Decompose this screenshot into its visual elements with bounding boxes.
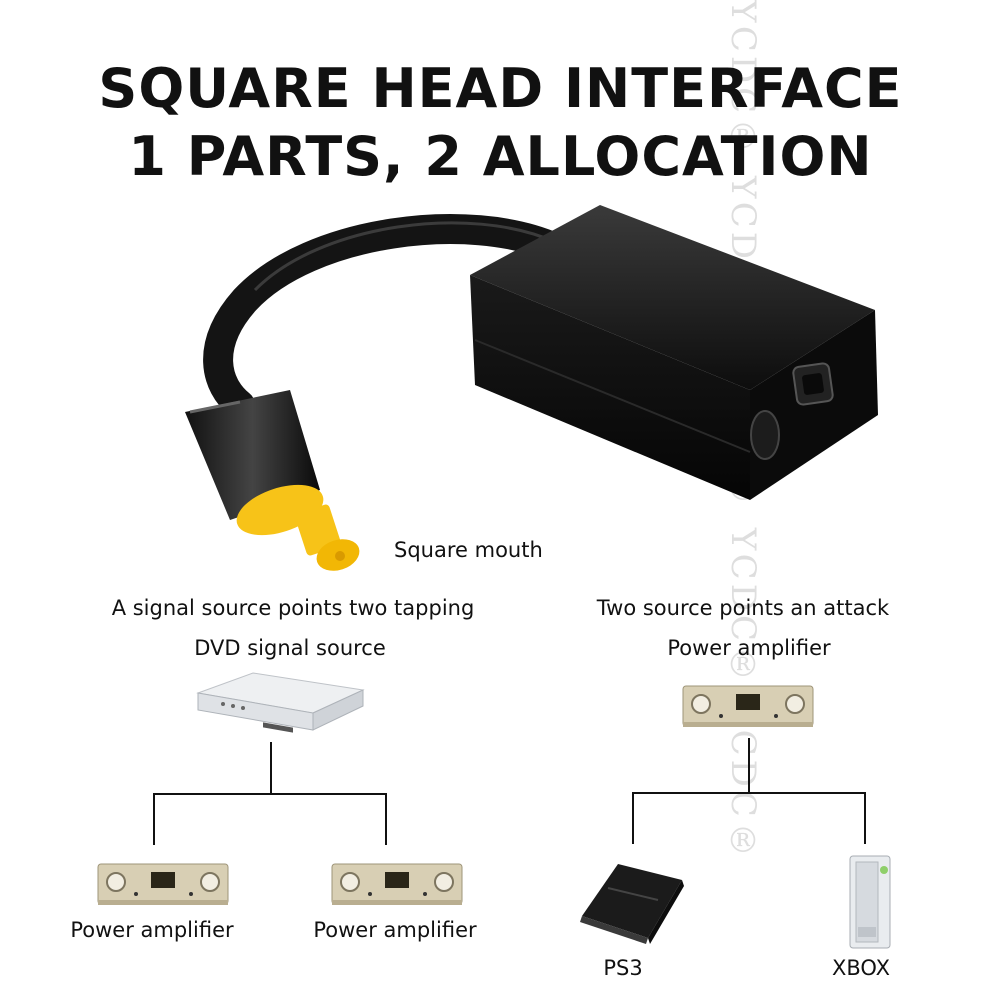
cable: [203, 214, 570, 420]
output-label-2: Power amplifier: [313, 918, 477, 942]
connector-label: Square mouth: [394, 538, 543, 562]
input-label-2: XBOX: [832, 956, 890, 980]
right-heading: Two source points an attack: [596, 596, 890, 620]
title-line-1: SQUARE HEAD INTERFACE: [98, 57, 903, 120]
ps3-console-icon: [580, 864, 684, 944]
dvd-label: DVD signal source: [194, 636, 386, 660]
splitter-box: [470, 205, 878, 500]
input-label-1: PS3: [603, 956, 643, 980]
amplifier-label: Power amplifier: [667, 636, 831, 660]
toslink-plug: [185, 390, 360, 571]
power-amplifier-left-icon: [97, 863, 229, 905]
dvd-player-icon: [196, 672, 365, 733]
power-amplifier-target-icon: [682, 685, 814, 727]
left-heading: A signal source points two tapping: [111, 596, 475, 620]
xbox-console-icon: [849, 855, 891, 949]
optical-splitter-illustration: [185, 205, 878, 571]
title-line-2: 1 PARTS, 2 ALLOCATION: [128, 125, 873, 188]
output-label-1: Power amplifier: [70, 918, 234, 942]
power-amplifier-right-icon: [331, 863, 463, 905]
